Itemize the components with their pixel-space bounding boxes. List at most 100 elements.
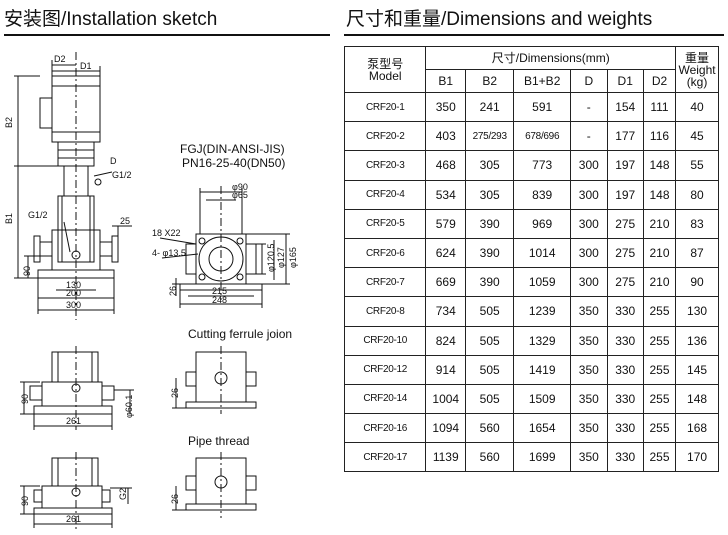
model-cell: CRF20-2 <box>343 121 427 152</box>
d1-cell: 275 <box>606 237 644 269</box>
col-b1b2-header: B1+B2 <box>513 69 572 93</box>
b1-cell: 403 <box>425 121 467 152</box>
label-18x22: 18 X22 <box>152 228 181 238</box>
label-26-ferrule: 26 <box>170 388 180 398</box>
label-b1: B1 <box>4 213 14 224</box>
b2-cell: 505 <box>465 383 515 415</box>
d2-cell: 255 <box>642 413 677 444</box>
b1b2-cell: 1329 <box>513 325 572 356</box>
d1-cell: 154 <box>606 91 644 123</box>
weight-cell: 148 <box>675 383 719 415</box>
b1-cell: 534 <box>425 179 467 210</box>
d-cell: 350 <box>570 325 608 356</box>
thread-column <box>51 457 99 487</box>
d-cell: 300 <box>570 150 608 181</box>
table-header-row-2: B1 B2 B1+B2 D D1 D2 <box>345 69 719 93</box>
model-cell: CRF20-7 <box>343 267 427 298</box>
label-4-phi13-5: 4- φ13.5 <box>152 248 186 258</box>
weight-cell: 55 <box>675 150 719 181</box>
b2-cell: 241 <box>465 91 515 123</box>
col-d-header: D <box>570 69 608 93</box>
d1-cell: 330 <box>606 442 644 473</box>
b1-cell: 734 <box>425 296 467 327</box>
b2-cell: 560 <box>465 413 515 444</box>
d1-cell: 275 <box>606 208 644 239</box>
model-cell: CRF20-17 <box>343 442 427 473</box>
b1-cell: 1139 <box>425 442 467 473</box>
b1b2-cell: 1419 <box>513 354 572 385</box>
b2-cell: 505 <box>465 325 515 356</box>
b2-cell: 305 <box>465 150 515 181</box>
d2-cell: 255 <box>642 325 677 356</box>
label-26-thread: 26 <box>170 494 180 504</box>
d-cell: - <box>570 91 608 123</box>
label-215: 215 <box>212 286 227 296</box>
model-cell: CRF20-12 <box>343 354 427 385</box>
label-phi90: φ90 <box>232 182 248 192</box>
label-g2: G2 <box>118 488 128 500</box>
d2-cell: 148 <box>642 150 677 181</box>
d2-cell: 111 <box>642 91 677 123</box>
b1b2-cell: 1014 <box>513 237 572 269</box>
d2-cell: 255 <box>642 296 677 327</box>
b1-cell: 350 <box>425 91 467 123</box>
b1b2-cell: 773 <box>513 150 572 181</box>
b2-cell: 390 <box>465 237 515 269</box>
pipe-thread-label: Pipe thread <box>188 434 250 448</box>
d1-cell: 330 <box>606 325 644 356</box>
b1b2-cell: 1699 <box>513 442 572 473</box>
label-248: 248 <box>212 295 227 305</box>
label-90: 90 <box>22 266 32 276</box>
weight-cell: 45 <box>675 121 719 152</box>
d2-cell: 148 <box>642 179 677 210</box>
installation-sketch-heading: 安装图/Installation sketch <box>4 9 218 30</box>
b1b2-cell: 1059 <box>513 267 572 298</box>
d1-cell: 330 <box>606 383 644 415</box>
label-g12-lower: G1/2 <box>28 210 48 220</box>
terminal-box <box>39 97 53 129</box>
thread-base <box>41 485 103 509</box>
b2-cell: 390 <box>465 208 515 239</box>
b2-cell: 560 <box>465 442 515 473</box>
col-b1-header: B1 <box>425 69 467 93</box>
d1-cell: 197 <box>606 179 644 210</box>
label-130: 130 <box>66 280 81 290</box>
label-261-thread: 261 <box>66 514 81 524</box>
b2-cell: 390 <box>465 267 515 298</box>
label-300: 300 <box>66 300 81 310</box>
d-cell: 350 <box>570 442 608 473</box>
b1-cell: 669 <box>425 267 467 298</box>
b1b2-cell: 839 <box>513 179 572 210</box>
d-cell: 300 <box>570 179 608 210</box>
b1-cell: 1094 <box>425 413 467 444</box>
label-d2: D2 <box>54 54 66 64</box>
d-cell: 300 <box>570 208 608 239</box>
d-cell: 350 <box>570 383 608 415</box>
d-cell: 350 <box>570 354 608 385</box>
d2-cell: 255 <box>642 442 677 473</box>
b2-cell: 305 <box>465 179 515 210</box>
flange-pressure-label: PN16-25-40(DN50) <box>182 156 286 170</box>
cutting-ferrule-label: Cutting ferrule joion <box>188 327 293 341</box>
label-phi120-5: φ120.5 <box>266 244 276 272</box>
weight-cell: 168 <box>675 413 719 444</box>
weight-cell: 80 <box>675 179 719 210</box>
model-cell: CRF20-4 <box>343 179 427 210</box>
d1-cell: 330 <box>606 413 644 444</box>
weight-cell: 130 <box>675 296 719 327</box>
model-cell: CRF20-6 <box>343 237 427 269</box>
d1-cell: 275 <box>606 267 644 298</box>
model-cell: CRF20-3 <box>343 150 427 181</box>
d1-cell: 197 <box>606 150 644 181</box>
d1-cell: 330 <box>606 296 644 327</box>
d-cell: 350 <box>570 296 608 327</box>
label-25: 25 <box>120 216 130 226</box>
label-d: D <box>110 156 117 166</box>
